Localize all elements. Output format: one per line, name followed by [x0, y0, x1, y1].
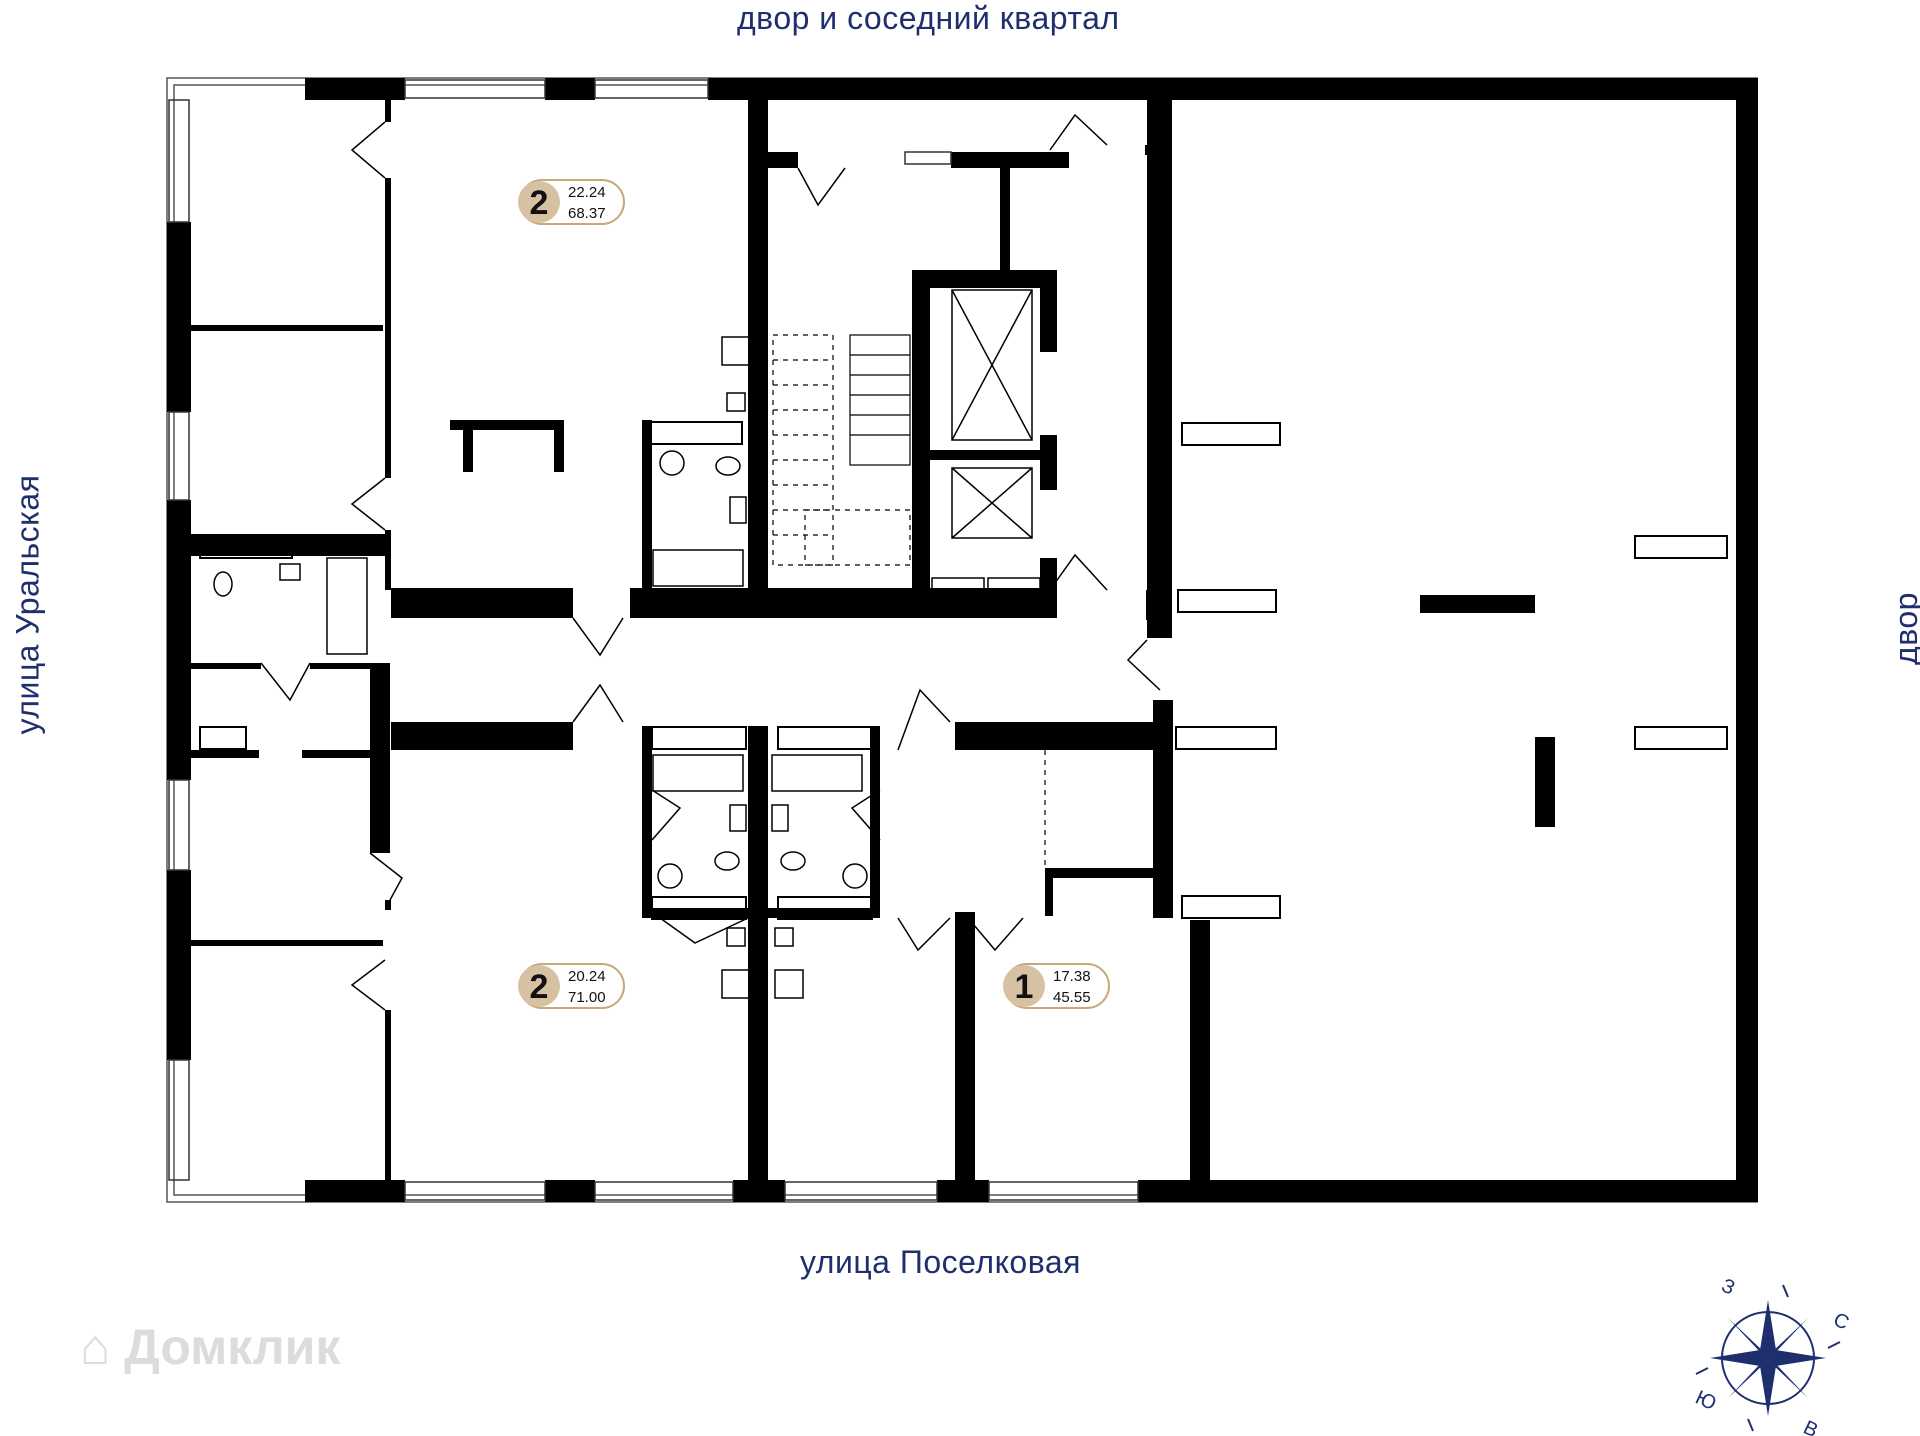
total-area: 71.00 [568, 989, 606, 1006]
staircase [772, 334, 1046, 868]
street-label-top: двор и соседний квартал [737, 0, 1120, 36]
radiators [199, 421, 1728, 920]
watermark-logo: ⌂ Домклик [80, 1319, 341, 1375]
total-area: 45.55 [1053, 989, 1091, 1006]
room-count: 2 [530, 968, 549, 1006]
compass-north: С [1830, 1309, 1852, 1335]
living-area: 17.38 [1053, 968, 1091, 985]
lift-shafts [931, 289, 1041, 615]
compass-rose-icon: С В Ю З [1692, 1275, 1852, 1436]
walls [167, 78, 1758, 1202]
door-swings [260, 113, 1161, 1011]
compass-east: В [1800, 1417, 1821, 1436]
total-area: 68.37 [568, 205, 606, 222]
living-area: 20.24 [568, 968, 606, 985]
apartment-badge-3: 1 17.38 45.55 [1003, 963, 1110, 1009]
apartment-badge-2: 2 20.24 71.00 [518, 963, 625, 1009]
living-area: 22.24 [568, 184, 606, 201]
room-count: 2 [530, 184, 549, 222]
plumbing-fixtures [213, 336, 868, 999]
room-count: 1 [1015, 968, 1034, 1006]
compass-south: Ю [1692, 1387, 1720, 1415]
street-label-bottom: улица Поселковая [800, 1244, 1081, 1280]
bathtubs [326, 549, 863, 792]
compass-west: З [1718, 1275, 1738, 1300]
apartment-badge-1: 2 22.24 68.37 [518, 179, 625, 225]
windows [168, 79, 1139, 1201]
